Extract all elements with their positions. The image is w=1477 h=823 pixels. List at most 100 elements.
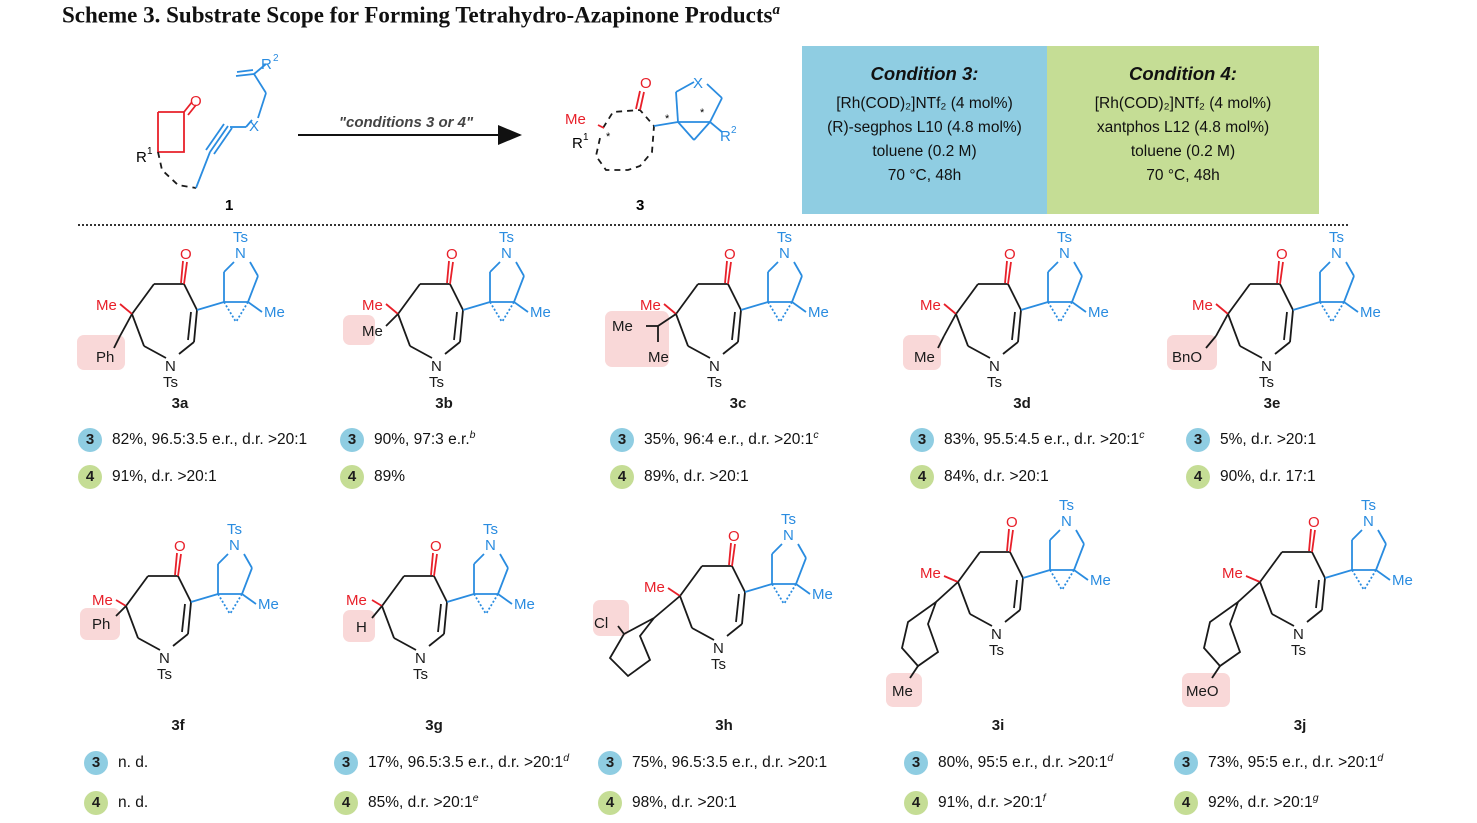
product-star-2: * [665,113,670,125]
result-text: 92%, d.r. >20:1 [1208,794,1313,811]
ring-bond [691,627,715,641]
ketone-o-atom: O [446,246,458,263]
ring-bond [679,595,693,629]
me-bond [119,303,133,315]
carbonyl-double-bond [174,552,178,576]
result-text: 35%, 96:4 e.r., d.r. >20:1 [644,431,814,448]
ring-n-ts: Ts [711,656,726,673]
condition-4-box: Condition 4: [Rh(COD)₂]NTf₂ (4 mol%) xan… [1047,46,1319,214]
ring-bond [731,565,746,593]
compound-label: 3c [730,395,747,412]
compound-label: 3f [171,717,185,734]
substituent-r: BnO [1172,349,1202,366]
carbonyl-double-bond [728,542,732,566]
aryl-ring [1203,599,1242,668]
substituent-r: Ph [96,349,114,366]
spiro-link-bond [744,583,773,593]
ring-bond [449,283,464,311]
benzyl-bond [653,595,681,619]
ring-n-atom: N [165,358,176,375]
isopropyl-bond [657,313,677,327]
carbonyl-double-bond [446,260,450,284]
pyrrolidine-bond [515,261,525,277]
condition-badge: 4 [904,791,928,815]
ketone-o-atom: O [1308,514,1320,531]
ring-bond [1279,283,1294,311]
product-me: Me [565,111,586,128]
ring-n-ts: Ts [989,642,1004,659]
ring-n-ts: Ts [163,374,178,391]
methyl-bond [791,301,807,313]
me-bond [667,587,681,597]
methyl-bond [497,593,513,605]
pyrrolidine-n-ts: Ts [499,229,514,246]
ring-bond [143,345,167,359]
result-text: 85%, d.r. >20:1 [368,794,473,811]
me-bond [371,599,383,607]
ring-bond [381,605,395,639]
me-bond [115,599,127,607]
spiro-link-bond [740,301,769,311]
generic-product-3 [595,81,723,171]
pyrrolidine-n-ts: Ts [781,511,796,528]
pyrrolidine-n-atom: N [485,537,496,554]
ring-double-bond [1283,311,1288,341]
result-text: 5%, d.r. >20:1 [1220,431,1317,448]
methyl-bond [1343,301,1359,313]
compound-label: 3d [1013,395,1031,412]
compound-label: 3i [992,717,1005,734]
ring-bond [433,575,448,603]
pyrrolidine-bond [499,553,509,569]
ring-n-atom: N [431,358,442,375]
condition-4-line-solvent: toluene (0.2 M) [1130,143,1236,160]
condition-badge: 3 [340,428,364,452]
spiro-link-bond [190,593,219,603]
pyrrolidine-bond [1073,543,1085,571]
condition-3-line-ligand: (R)-segphos L10 (4.8 mol%) [827,119,1022,136]
result-3f-condition-4: 4 n. d. [84,791,148,815]
starting-material-1 [157,63,267,189]
substituent-highlight [903,335,941,370]
ring-bond [737,309,742,343]
ring-n-atom: N [415,650,426,667]
condition-3-line-temperature: 70 °C, 48h [887,167,962,184]
ring-double-bond [1315,579,1320,609]
ring-bond [726,623,743,637]
benzyl-bond [1237,581,1261,603]
spiro-methyl: Me [530,304,551,321]
ring-double-bond [453,311,458,341]
ring-bond [397,313,411,347]
ring-bond [381,575,405,607]
ring-n-atom: N [991,626,1002,643]
carbonyl-double-bond [1004,260,1008,284]
me-bond [385,303,399,315]
ring-bond [172,633,189,647]
compound-label: 3e [1264,395,1281,412]
ring-double-bond [181,603,186,633]
ring-bond [1306,609,1323,623]
ring-bond [967,345,991,359]
condition-badge: 4 [84,791,108,815]
condition-badge: 3 [904,751,928,775]
spiro-link-bond [1324,569,1353,579]
pyrrolidine-bond [223,261,235,273]
ring-bond [1019,577,1024,611]
pyrrolidine-bond [1049,529,1061,541]
cyclopropane-bond [1351,569,1365,591]
ring-n-ts: Ts [413,666,428,683]
pyrrolidine-bond [1071,275,1083,303]
pyrrolidine-bond [1343,275,1355,303]
result-text: n. d. [118,794,149,811]
condition-3-line-solvent: toluene (0.2 M) [872,143,977,160]
cyclopropane-bond [771,583,785,605]
quaternary-methyl: Me [96,297,117,314]
start-r2-sup: 2 [273,53,279,64]
ring-n-ts: Ts [157,666,172,683]
ring-bond [741,591,746,625]
ring-n-atom: N [159,650,170,667]
ring-bond [957,581,971,615]
